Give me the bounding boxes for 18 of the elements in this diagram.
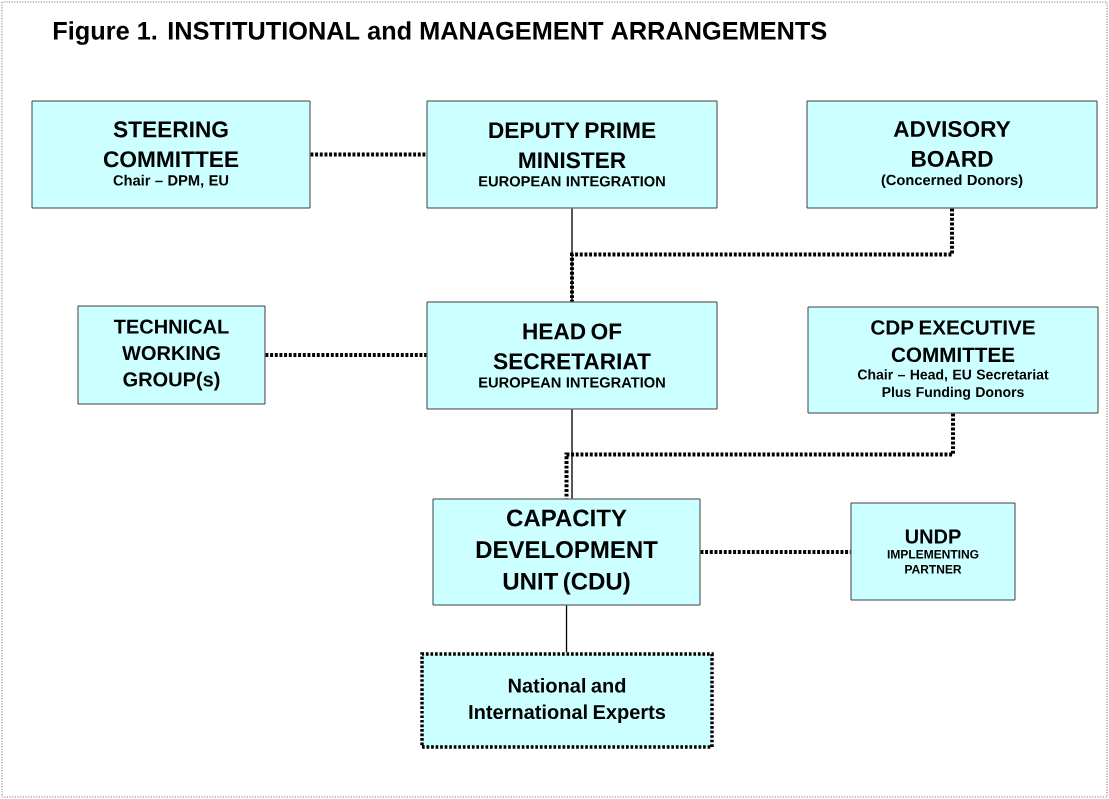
- partner-box: UNDP IMPLEMENTING PARTNER: [850, 502, 1016, 601]
- connector-line: [564, 413, 955, 499]
- connector-line: [310, 152, 427, 157]
- committee-box: CDP EXECUTIVE COMMITTEE Chair – Head, EU Secretariat Plus Funding Donors: [807, 306, 1099, 414]
- experts-box: National and International Experts: [420, 652, 714, 749]
- committee-box: STEERING COMMITTEE Chair – DPM, EU: [31, 100, 311, 209]
- figure-title: Figure 1. INSTITUTIONAL and MANAGEMENT ARRANGEMENTS: [53, 21, 827, 45]
- connector-line: [700, 550, 851, 554]
- board-box: ADVISORY BOARD (Concerned Donors): [806, 100, 1098, 209]
- unit-box: CAPACITY DEVELOPMENT UNIT (CDU): [432, 498, 701, 606]
- working-group-box: TECHNICAL WORKING GROUP(s): [77, 305, 266, 405]
- connector-line: [265, 353, 427, 357]
- minister-box: DEPUTY PRIME MINISTER EUROPEAN INTEGRATION: [426, 100, 718, 209]
- connector-line: [565, 604, 568, 653]
- connector-line: [570, 208, 954, 302]
- connector-line: [571, 408, 573, 500]
- secretariat-box: HEAD OF SECRETARIAT EUROPEAN INTEGRATION: [426, 301, 718, 410]
- connector-line: [571, 207, 573, 303]
